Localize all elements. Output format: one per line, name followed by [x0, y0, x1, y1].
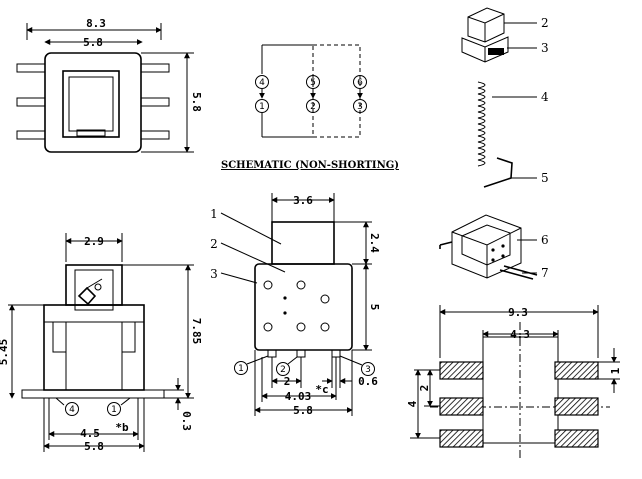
footprint-pitch-label: 2: [418, 385, 431, 392]
front-part-label-1: 1: [210, 207, 218, 221]
schematic-pin-2: 2: [310, 102, 316, 112]
front-cap-width-label: 3.6: [293, 194, 313, 207]
exploded-view: 2 3 4 5 6 7: [439, 7, 549, 280]
front-cap-height-label: 2.4: [368, 233, 381, 253]
part-label-6: 6: [541, 233, 549, 247]
pcb-footprint: 9.3 4.3 1 2 4: [406, 305, 622, 460]
side-top-width-label: 2.9: [84, 235, 104, 248]
top-height-label: 5.8: [190, 92, 203, 112]
schematic-pin-3: 3: [357, 102, 363, 112]
side-pin-spacing-label: 4.5: [80, 427, 100, 440]
front-span-note: *c: [315, 383, 328, 396]
side-pin-1: 1: [111, 405, 117, 415]
top-inner-width-label: 5.8: [83, 36, 103, 49]
side-height-body-label: 5.45: [0, 339, 10, 366]
footprint-pad-height-label: 1: [609, 367, 622, 374]
front-pin-3: 3: [365, 365, 371, 375]
front-pin-1: 1: [238, 364, 244, 374]
footprint-width-label: 9.3: [508, 306, 528, 319]
top-view: 8.3 5.8 5.8: [16, 17, 203, 153]
schematic-pin-5: 5: [310, 78, 316, 88]
schematic-title: SCHEMATIC (NON-SHORTING): [221, 160, 399, 171]
schematic: 4 5 6 1 2 3 SCHEMATIC (NON-SHORTING): [221, 44, 399, 171]
side-height-total-label: 7.85: [190, 318, 203, 345]
side-note-b: *b: [115, 421, 129, 434]
front-pitch-label: 2: [284, 375, 291, 388]
part-label-4: 4: [541, 90, 549, 104]
schematic-pin-6: 6: [357, 78, 363, 88]
front-width-label: 5.8: [293, 404, 313, 417]
front-part-label-2: 2: [210, 237, 218, 251]
part-label-7: 7: [541, 266, 549, 280]
front-part-label-3: 3: [210, 267, 218, 281]
front-body-height-label: 5: [368, 304, 381, 311]
front-span-label: 4.03: [285, 390, 312, 403]
front-pin-width-label: 0.6: [358, 375, 378, 388]
side-width-label: 5.8: [84, 440, 104, 453]
side-view: 2.9 7.85 5.45 0.3 4 1 4.5 *b: [0, 233, 203, 453]
front-view: 3.6 1 2 3 2.4 5 1 2 3: [210, 193, 381, 417]
side-pin-4: 4: [69, 405, 75, 415]
side-lead-height-label: 0.3: [180, 411, 193, 431]
part-label-2: 2: [541, 16, 549, 30]
part-label-5: 5: [541, 171, 549, 185]
footprint-span-label: 4: [406, 400, 419, 407]
schematic-pin-4: 4: [259, 78, 265, 88]
top-width-label: 8.3: [86, 17, 106, 30]
schematic-pin-1: 1: [259, 102, 265, 112]
front-pin-2: 2: [280, 365, 286, 375]
part-label-3: 3: [541, 41, 549, 55]
